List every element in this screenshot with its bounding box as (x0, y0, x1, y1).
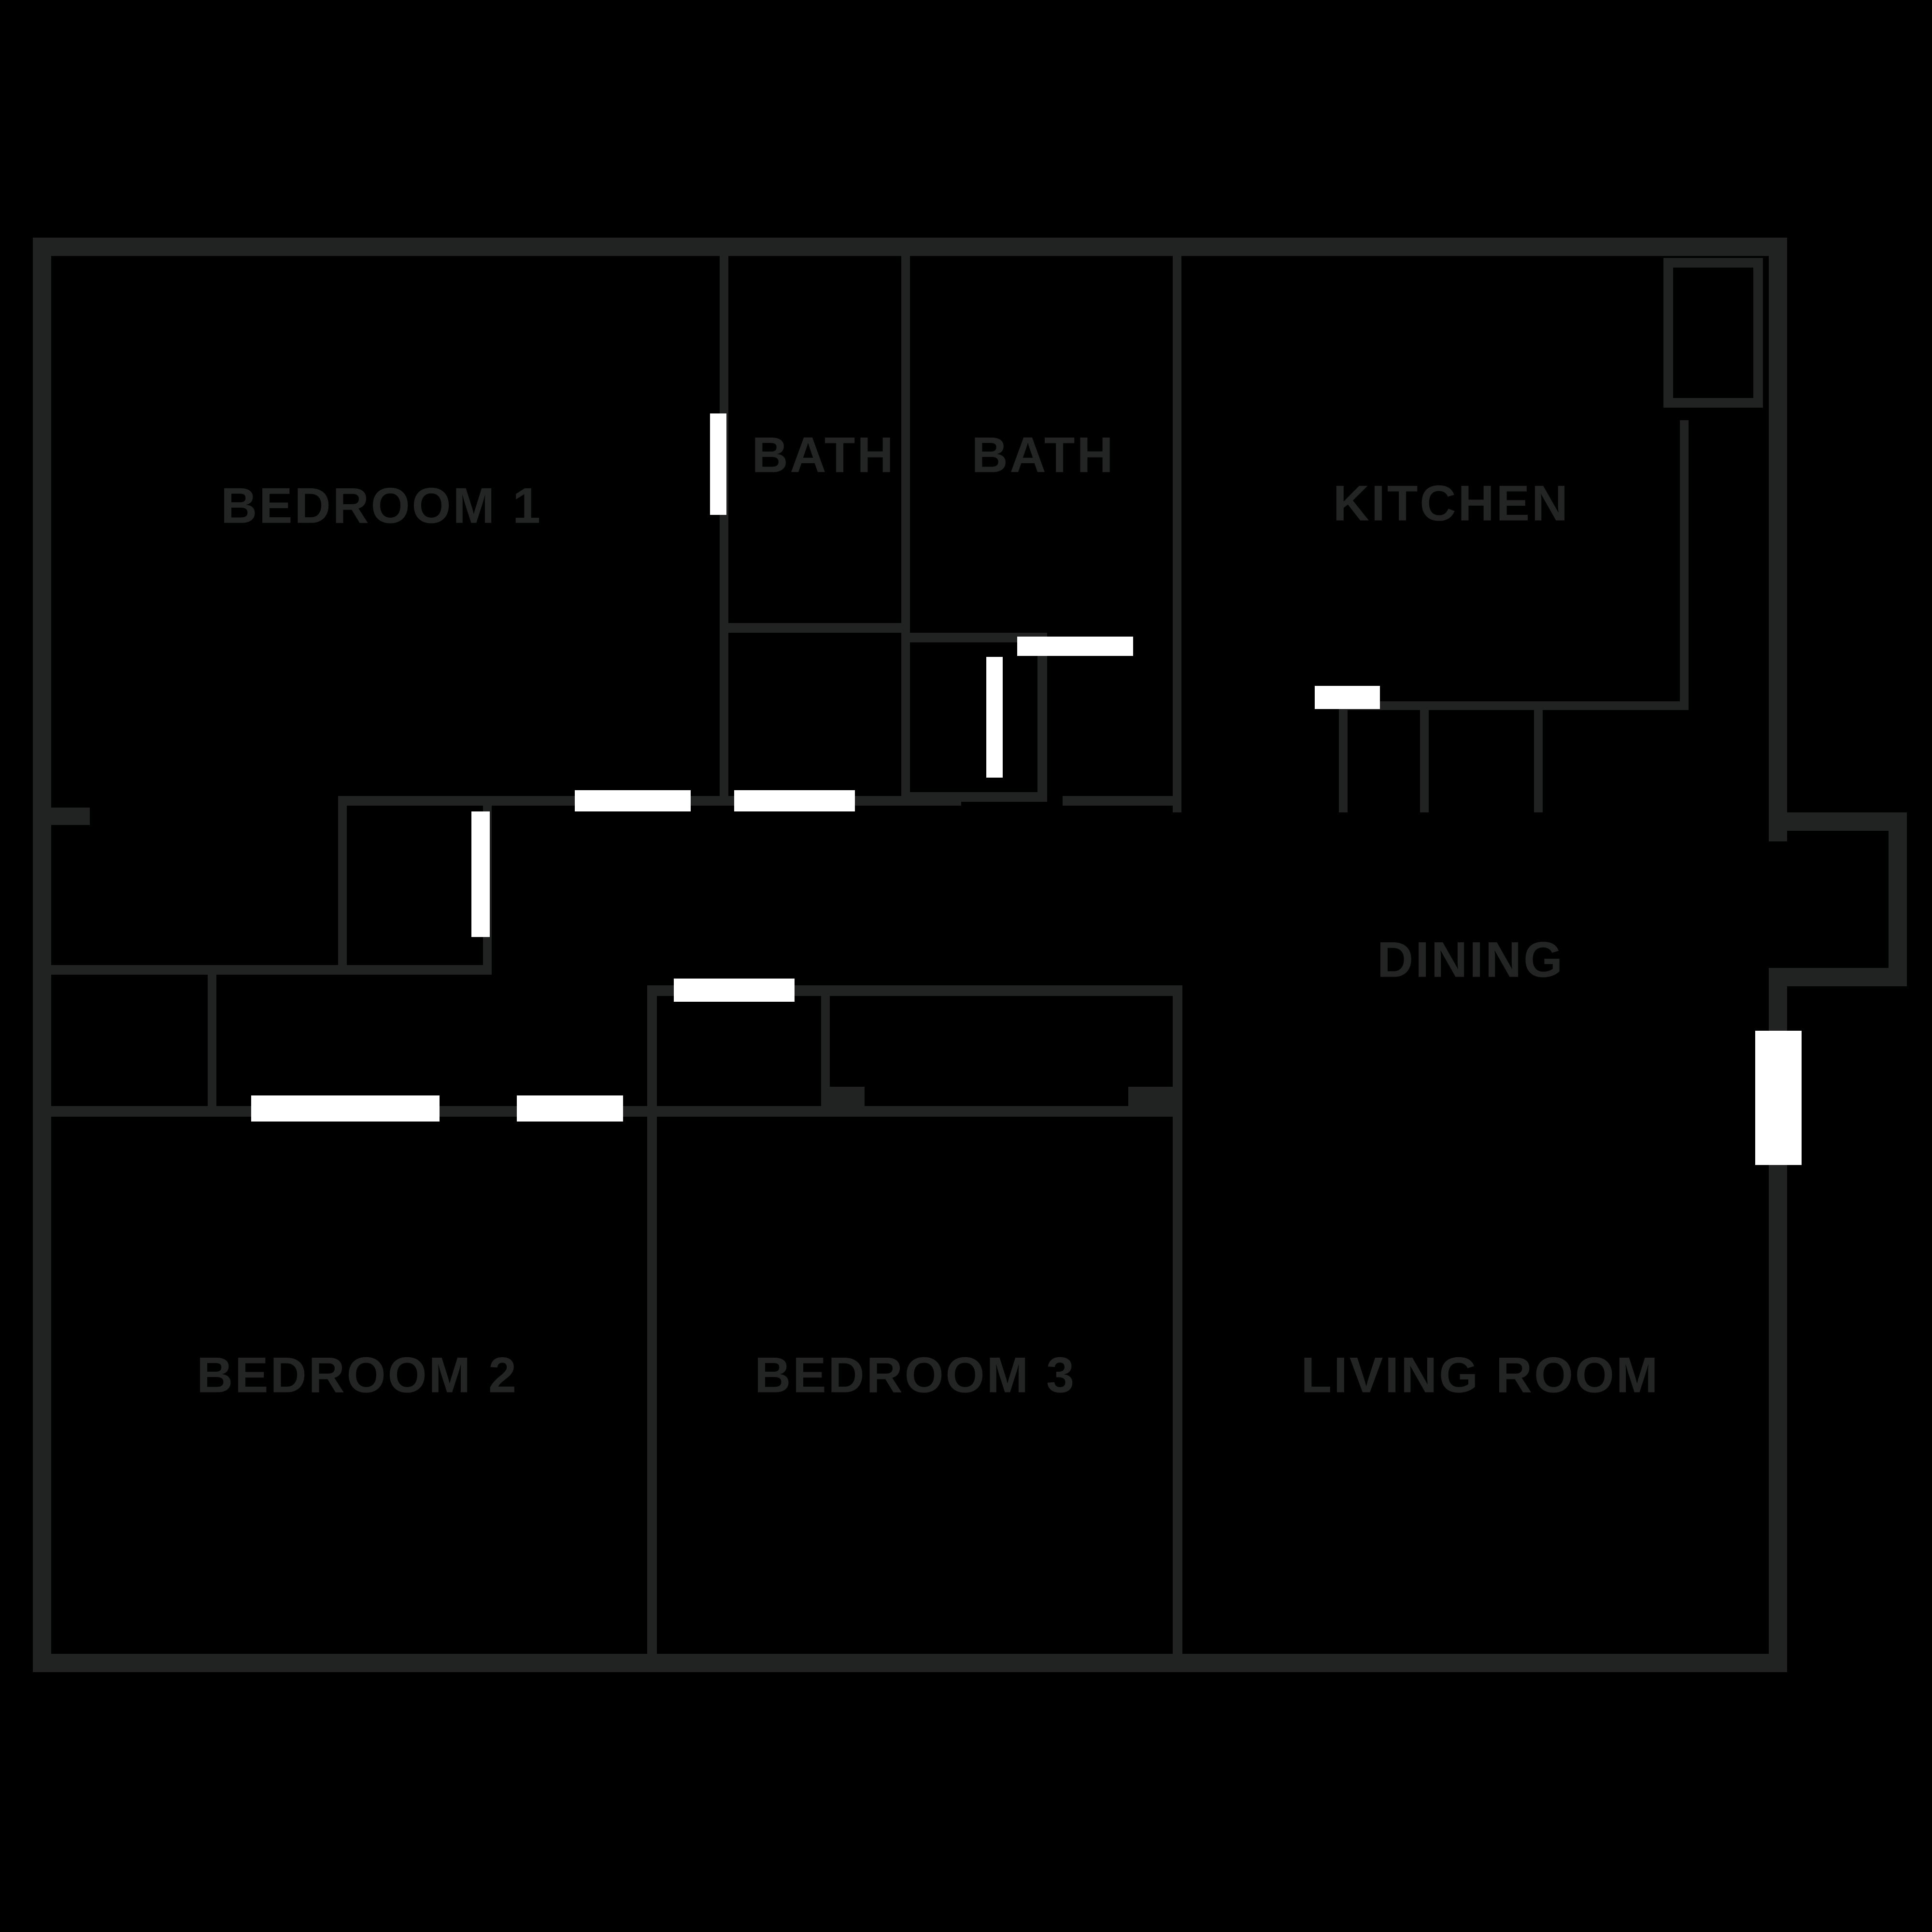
kitchen-counter-right (1680, 420, 1689, 710)
kitchen-cab-div-2 (1534, 710, 1543, 812)
right-wall-upper (1769, 238, 1787, 812)
hall-door-1[interactable] (575, 790, 691, 811)
hall-top-wall-right (1063, 796, 1181, 806)
doors-and-openings-group (251, 413, 1802, 1165)
room-label-dining: DINING (1377, 932, 1564, 988)
bed3-closet-stub-right (1128, 1087, 1173, 1106)
left-window-stub (51, 808, 90, 825)
hall-bottom-wall (51, 965, 492, 975)
hall-door-2[interactable] (734, 790, 855, 811)
room-label-bath-right: BATH (971, 427, 1115, 483)
kitchen-cab-div-1 (1420, 710, 1429, 812)
kitchen-opening[interactable] (1315, 686, 1380, 709)
room-label-bedroom-2: BEDROOM 2 (197, 1347, 518, 1403)
room-label-bedroom-1: BEDROOM 1 (221, 478, 542, 534)
bathroom-fixtures-group (720, 623, 1047, 802)
linen-closet-door[interactable] (471, 811, 490, 937)
bed3-closet-stub-left (821, 1087, 865, 1106)
bath-left-lower-top (720, 623, 910, 633)
room-label-kitchen: KITCHEN (1333, 475, 1570, 531)
bedroom-3-closet-door[interactable] (674, 979, 795, 1002)
bath-kitchen-divider (1173, 256, 1181, 811)
bath-right-lower-top (901, 633, 1046, 642)
room-label-bath-left: BATH (752, 427, 895, 483)
kitchen-counter-bottom (1339, 701, 1689, 710)
room-labels-group: BEDROOM 1 BATH BATH KITCHEN DINING BEDROOM 2 B… (197, 427, 1660, 1403)
closet-div-left (208, 975, 216, 1106)
room-label-bedroom-3: BEDROOM 3 (754, 1347, 1076, 1403)
left-wall (33, 238, 51, 1672)
bottom-wall (33, 1654, 1787, 1672)
bed1-bath-divider (720, 256, 728, 797)
exterior-walls-group (33, 238, 1907, 1672)
bath-left-right-divider (901, 256, 910, 802)
bedroom-2-door[interactable] (251, 1095, 440, 1122)
bed3-living-divider (1173, 985, 1182, 1657)
bedroom-1-door[interactable] (710, 413, 726, 515)
top-wall (33, 238, 1787, 256)
dining-bay-right (1889, 812, 1907, 986)
entry-door[interactable] (1755, 1031, 1802, 1165)
linen-closet-left (338, 796, 347, 965)
refrigerator-icon (1663, 258, 1763, 408)
wc-door[interactable] (986, 657, 1003, 778)
kitchen-counter-left (1339, 701, 1348, 812)
room-label-living-room: LIVING ROOM (1301, 1347, 1660, 1403)
bed2-bed3-divider (647, 985, 657, 1657)
wc-bottom (901, 792, 1047, 802)
bath-right-door[interactable] (1017, 637, 1133, 656)
bath-right-lower-left (1037, 633, 1047, 802)
bedroom-3-door[interactable] (517, 1095, 623, 1122)
dining-bay-top (1769, 812, 1907, 831)
dining-bay-bottom (1769, 968, 1907, 986)
bed1-hall-stub (1173, 796, 1181, 812)
bed3-closet-inner-left (821, 996, 830, 1107)
